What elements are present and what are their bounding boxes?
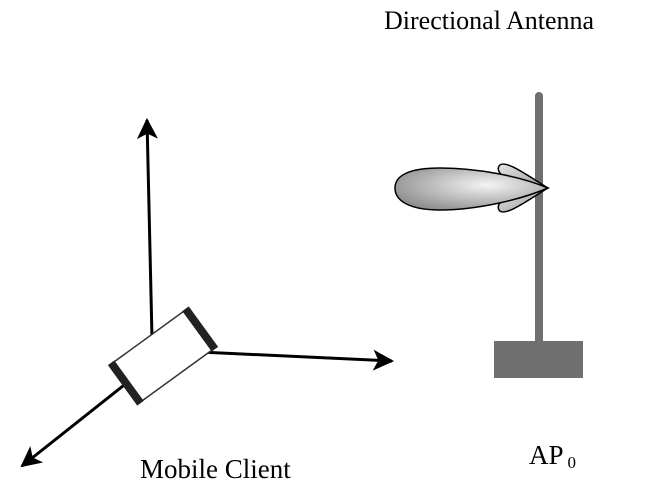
z-axis-arrow-icon xyxy=(136,117,158,339)
antenna-title: Directional Antenna xyxy=(384,6,595,35)
antenna-base xyxy=(494,341,583,378)
access-point-name: AP xyxy=(529,440,564,470)
y-axis-arrow-icon xyxy=(20,380,129,468)
antenna-mast-icon xyxy=(494,92,583,378)
client-axes xyxy=(20,117,395,468)
x-axis-arrow-icon xyxy=(199,349,395,371)
radiation-lobe-icon xyxy=(394,163,550,213)
access-point-subscript: 0 xyxy=(567,453,577,472)
mobile-device-phone-icon xyxy=(107,306,219,406)
client-title: Mobile Client xyxy=(140,454,291,484)
main-lobe xyxy=(394,167,550,211)
